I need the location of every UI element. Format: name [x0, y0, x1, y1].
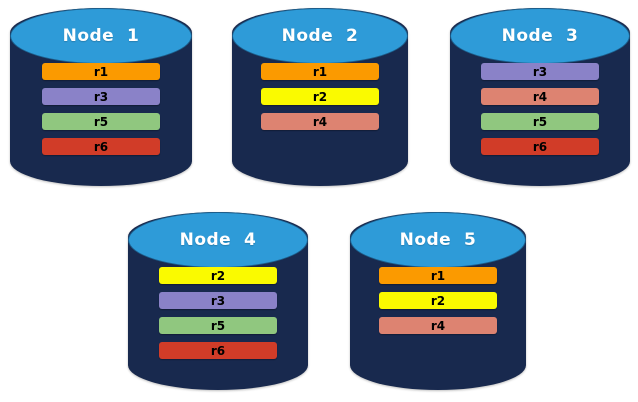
- replica-bar[interactable]: r6: [481, 138, 599, 155]
- cylinder-top-ellipse: [10, 8, 192, 64]
- replica-bar[interactable]: r1: [261, 63, 379, 80]
- replica-bar[interactable]: r2: [261, 88, 379, 105]
- replica-bar-list: r2 r3 r5 r6: [128, 267, 308, 359]
- replica-bar[interactable]: r3: [159, 292, 277, 309]
- replica-bar[interactable]: r4: [379, 317, 497, 334]
- cylinder-top-ellipse: [350, 212, 526, 268]
- node-title-label: Node 2: [281, 26, 359, 46]
- replica-bar[interactable]: r1: [379, 267, 497, 284]
- replica-bar[interactable]: r5: [159, 317, 277, 334]
- node-title-label: Node 4: [179, 230, 257, 250]
- replica-bar-list: r1 r2 r4: [232, 63, 408, 130]
- replica-bar[interactable]: r4: [261, 113, 379, 130]
- node-cylinder-3[interactable]: Node 3 r3 r4 r5 r6: [450, 8, 630, 186]
- cylinder-top-ellipse: [232, 8, 408, 64]
- replica-bar[interactable]: r5: [42, 113, 160, 130]
- replica-bar-list: r1 r2 r4: [350, 267, 526, 334]
- node-title-label: Node 5: [399, 230, 477, 250]
- replica-bar-list: r3 r4 r5 r6: [450, 63, 630, 155]
- replica-bar-list: r1 r3 r5 r6: [10, 63, 192, 155]
- node-cylinder-2[interactable]: Node 2 r1 r2 r4: [232, 8, 408, 186]
- node-title-label: Node 1: [62, 26, 140, 46]
- node-cylinder-1[interactable]: Node 1 r1 r3 r5 r6: [10, 8, 192, 186]
- replica-bar[interactable]: r5: [481, 113, 599, 130]
- replica-bar[interactable]: r4: [481, 88, 599, 105]
- node-title-label: Node 3: [501, 26, 579, 46]
- node-cylinder-5[interactable]: Node 5 r1 r2 r4: [350, 212, 526, 390]
- replica-bar[interactable]: r2: [379, 292, 497, 309]
- replica-bar[interactable]: r3: [42, 88, 160, 105]
- replica-bar[interactable]: r6: [42, 138, 160, 155]
- node-cylinder-4[interactable]: Node 4 r2 r3 r5 r6: [128, 212, 308, 390]
- replica-bar[interactable]: r3: [481, 63, 599, 80]
- replica-bar[interactable]: r1: [42, 63, 160, 80]
- replica-bar[interactable]: r6: [159, 342, 277, 359]
- replica-bar[interactable]: r2: [159, 267, 277, 284]
